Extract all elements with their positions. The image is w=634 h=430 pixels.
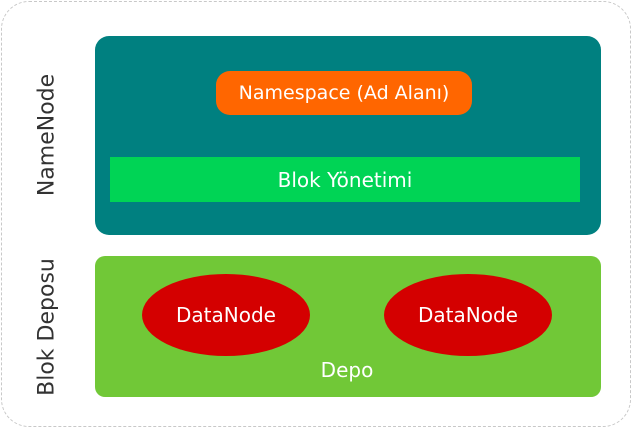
block-management-node: Blok Yönetimi: [110, 157, 580, 202]
datanode-1: DataNode: [142, 274, 310, 356]
namenode-box: [95, 36, 601, 235]
namespace-node: Namespace (Ad Alanı): [216, 71, 472, 115]
storage-label: Depo: [320, 358, 374, 382]
namenode-layer-label: NameNode: [34, 73, 60, 197]
block-storage-layer-label: Blok Deposu: [34, 258, 60, 396]
datanode-2: DataNode: [384, 274, 552, 356]
